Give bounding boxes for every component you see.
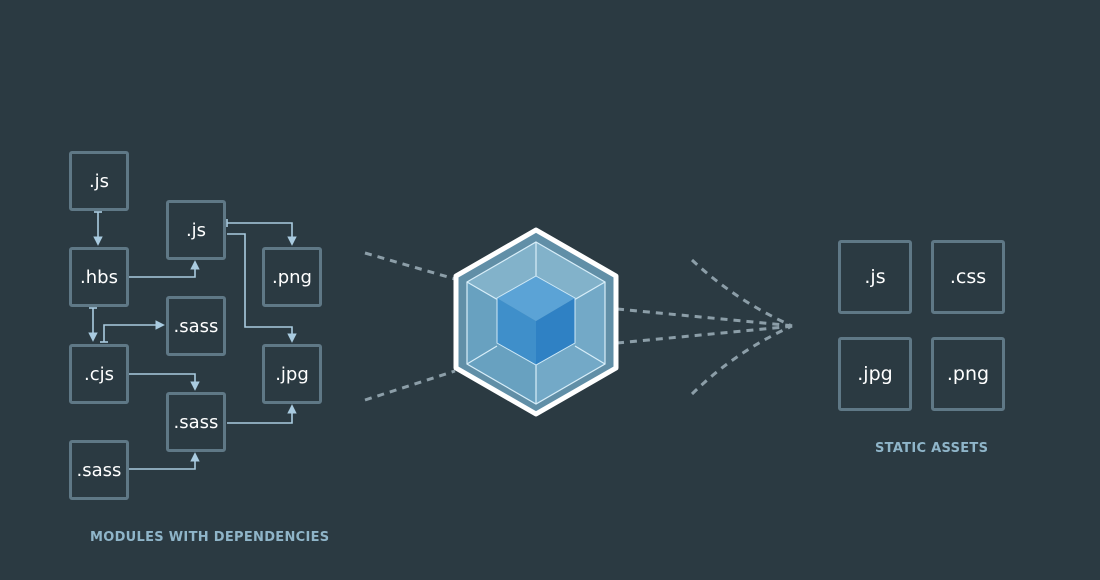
module-cjs: .cjs xyxy=(69,344,129,404)
edge-cjs-sass xyxy=(103,320,165,342)
assets-caption: STATIC ASSETS xyxy=(875,441,989,456)
module-label: .sass xyxy=(76,459,122,481)
flow-out-curve-top xyxy=(690,258,791,327)
module-hbs: .hbs xyxy=(69,247,129,307)
asset-label: .png xyxy=(946,363,990,385)
asset-js: .js xyxy=(838,240,912,314)
module-label: .cjs xyxy=(84,363,114,385)
module-js-top: .js xyxy=(69,151,129,211)
asset-label: .css xyxy=(949,266,987,288)
module-label: .hbs xyxy=(80,266,118,288)
asset-css: .css xyxy=(931,240,1005,314)
module-label: .js xyxy=(185,219,207,241)
module-sass-a: .sass xyxy=(166,296,226,356)
module-png: .png xyxy=(262,247,322,307)
flow-in-top xyxy=(364,251,456,281)
flow-out-lower xyxy=(616,324,796,345)
module-label: .js xyxy=(88,170,110,192)
flow-out-curve-bottom xyxy=(690,325,791,396)
asset-label: .js xyxy=(864,266,886,288)
module-label: .sass xyxy=(173,315,219,337)
edge-sassc-sassb xyxy=(129,452,200,470)
module-sass-c: .sass xyxy=(69,440,129,500)
flow-in-bottom xyxy=(364,369,456,402)
edge-js-jpg xyxy=(227,233,297,343)
asset-png: .png xyxy=(931,337,1005,411)
module-sass-b: .sass xyxy=(166,392,226,452)
module-js-mid: .js xyxy=(166,200,226,260)
module-label: .sass xyxy=(173,411,219,433)
edge-js-png xyxy=(227,222,297,246)
modules-caption: MODULES WITH DEPENDENCIES xyxy=(90,530,330,545)
asset-label: .jpg xyxy=(857,363,893,385)
asset-jpg: .jpg xyxy=(838,337,912,411)
module-jpg: .jpg xyxy=(262,344,322,404)
module-label: .png xyxy=(272,266,312,288)
edge-sassb-jpg xyxy=(227,404,297,424)
edge-hbs-js xyxy=(129,260,200,278)
edge-cjs-sassb xyxy=(129,373,200,391)
module-label: .jpg xyxy=(275,363,309,385)
flow-out-upper xyxy=(616,307,796,328)
